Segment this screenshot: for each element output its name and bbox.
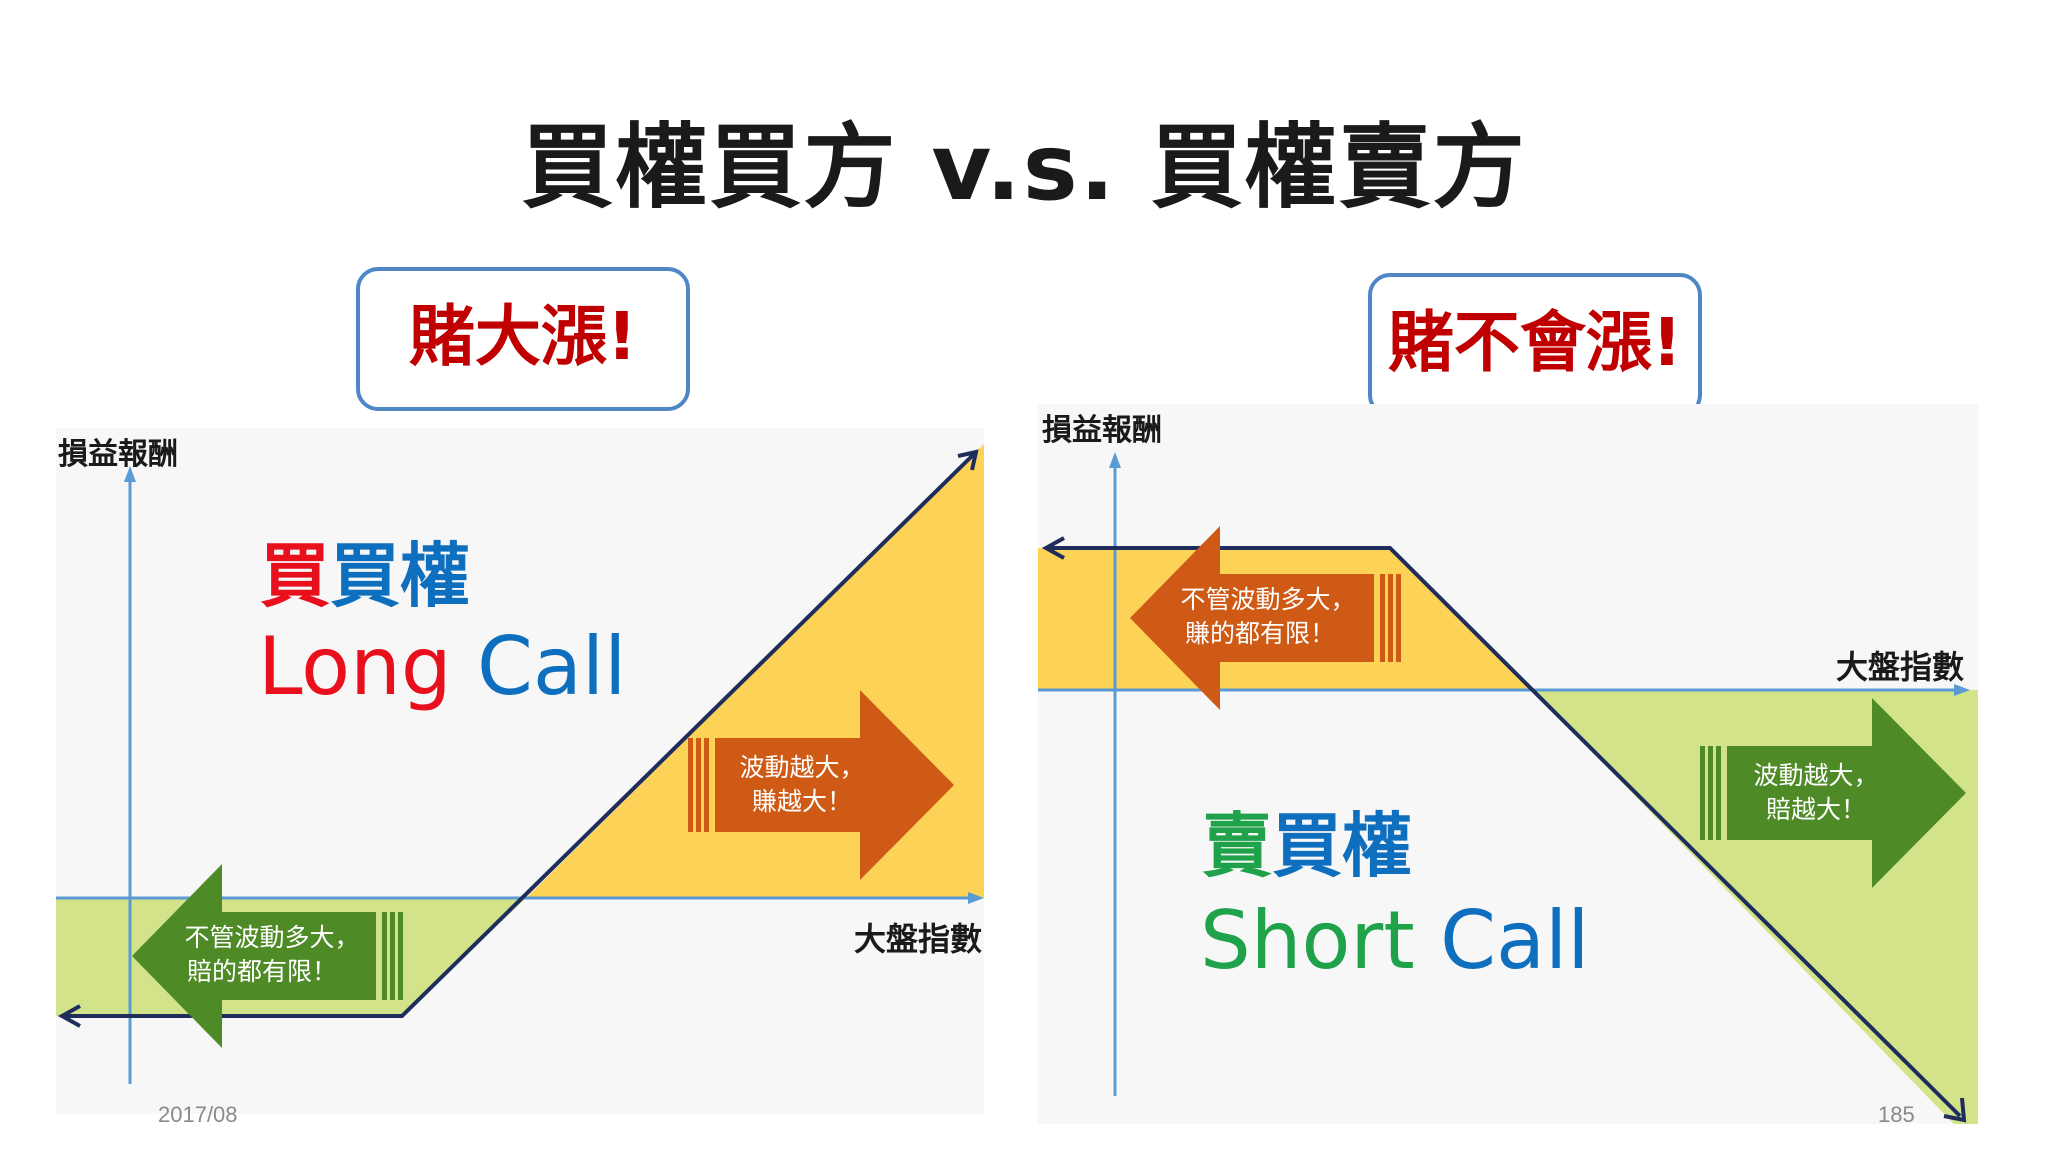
right-heading-en-part1: Short <box>1200 894 1415 987</box>
right-heading-en-part2: Call <box>1440 894 1589 987</box>
left-heading-en: Long Call <box>258 620 626 713</box>
left-payoff-arrowhead-left <box>57 1004 81 1028</box>
left-payoff-line <box>66 452 976 1018</box>
right-heading-cn-part2: 買權 <box>1272 805 1412 887</box>
right-heading-en: Short Call <box>1200 894 1589 987</box>
right-payoff-arrowhead-left <box>1041 536 1065 560</box>
footer-date: 2017/08 <box>158 1102 238 1127</box>
left-heading-en-part2: Call <box>477 620 626 713</box>
right-y-axis-label: 損益報酬 <box>1042 413 1162 448</box>
left-heading-cn: 買買權 <box>260 535 470 617</box>
right-profit-arrow-text-line2: 賺的都有限！ <box>1185 619 1335 648</box>
right-loss-arrow-text-line2: 賠越大！ <box>1766 795 1866 824</box>
left-profit-arrow-text-line1: 波動越大， <box>739 753 864 782</box>
left-bet-box: 賭大漲! <box>356 267 690 411</box>
right-heading-cn: 賣買權 <box>1202 805 1412 887</box>
right-loss-arrow: 波動越大， 賠越大！ <box>1700 698 1966 888</box>
right-x-axis-arrowhead <box>1954 684 1970 696</box>
left-loss-arrow: 不管波動多大， 賠的都有限！ <box>132 864 403 1048</box>
right-profit-arrow: 不管波動多大， 賺的都有限！ <box>1130 526 1401 710</box>
right-y-axis-arrowhead <box>1109 452 1121 468</box>
left-profit-arrow-text-line2: 賺越大！ <box>752 787 852 816</box>
left-heading-cn-part1: 買 <box>260 535 330 617</box>
left-x-axis-label: 大盤指數 <box>854 920 982 958</box>
left-x-axis-arrowhead <box>968 892 984 904</box>
left-y-axis-label: 損益報酬 <box>58 437 178 472</box>
short-call-diagram: 損益報酬 大盤指數 不管波動多大， 賺的都有限！ 波動越大， 賠越大！ 賣買權 … <box>1038 404 1978 1124</box>
left-y-axis-arrowhead <box>124 466 136 482</box>
right-heading-cn-part1: 賣 <box>1202 805 1272 887</box>
left-bet-text: 賭大漲! <box>408 298 638 375</box>
right-payoff-line <box>1048 546 1962 1118</box>
right-payoff-arrowhead-right <box>1943 1097 1967 1123</box>
right-x-axis-label: 大盤指數 <box>1836 648 1964 686</box>
right-bet-text: 賭不會漲! <box>1387 304 1683 381</box>
right-loss-arrow-text-line1: 波動越大， <box>1753 761 1878 790</box>
left-profit-arrow: 波動越大， 賺越大！ <box>688 690 954 880</box>
left-payoff-arrowhead-right <box>957 449 979 471</box>
left-loss-arrow-text-line2: 賠的都有限！ <box>187 957 337 986</box>
page-number: 185 <box>1878 1102 1915 1127</box>
left-loss-arrow-text-line1: 不管波動多大， <box>184 923 359 952</box>
right-bet-box: 賭不會漲! <box>1368 273 1702 417</box>
left-heading-cn-part2: 買權 <box>330 535 470 617</box>
right-profit-arrow-text-line1: 不管波動多大， <box>1180 585 1355 614</box>
long-call-diagram: 損益報酬 大盤指數 買買權 Long Call 波動越大， 賺越大！ 不管波動多… <box>56 428 984 1114</box>
slide-title: 買權買方 v.s. 買權賣方 <box>521 114 1527 221</box>
left-heading-en-part1: Long <box>258 620 452 713</box>
